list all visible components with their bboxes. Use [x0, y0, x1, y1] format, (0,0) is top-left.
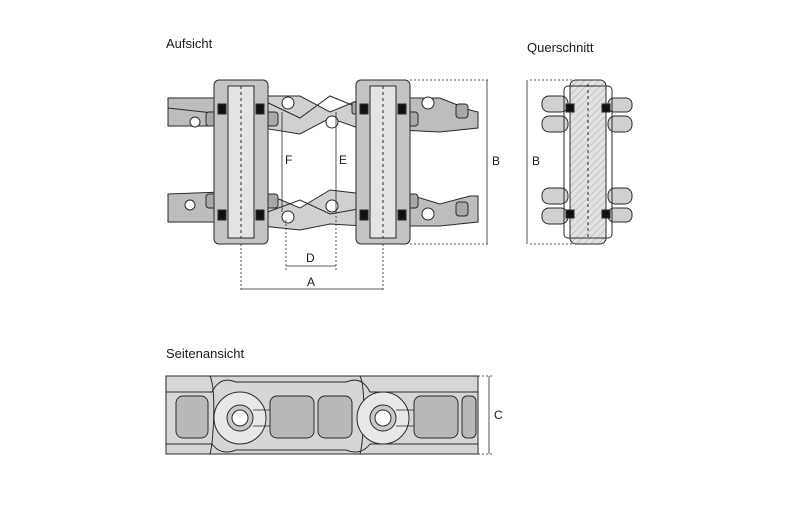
pin-bar-left: [213, 79, 269, 245]
side-view: [165, 375, 479, 455]
dimension-d-label: D: [306, 251, 315, 265]
dimension-f-label: F: [285, 153, 292, 167]
side-view-dimensions: [478, 375, 492, 455]
top-view-dimensions: [240, 79, 490, 292]
cross-section-dimensions: [526, 79, 574, 245]
top-view: [167, 79, 479, 245]
pin-bar-right: [355, 79, 411, 245]
lower-link-row: [167, 189, 479, 231]
dimension-c-label: C: [494, 408, 503, 422]
top-view-title: Aufsicht: [166, 36, 213, 51]
side-view-title: Seitenansicht: [166, 346, 245, 361]
dimension-b-cross-label: B: [532, 154, 540, 168]
dimension-e-label: E: [339, 153, 347, 167]
cross-section: [541, 79, 633, 245]
dimension-b-top-label: B: [492, 154, 500, 168]
upper-link-row: [167, 95, 479, 135]
dimension-a-label: A: [307, 275, 315, 289]
cross-section-title: Querschnitt: [527, 40, 594, 55]
